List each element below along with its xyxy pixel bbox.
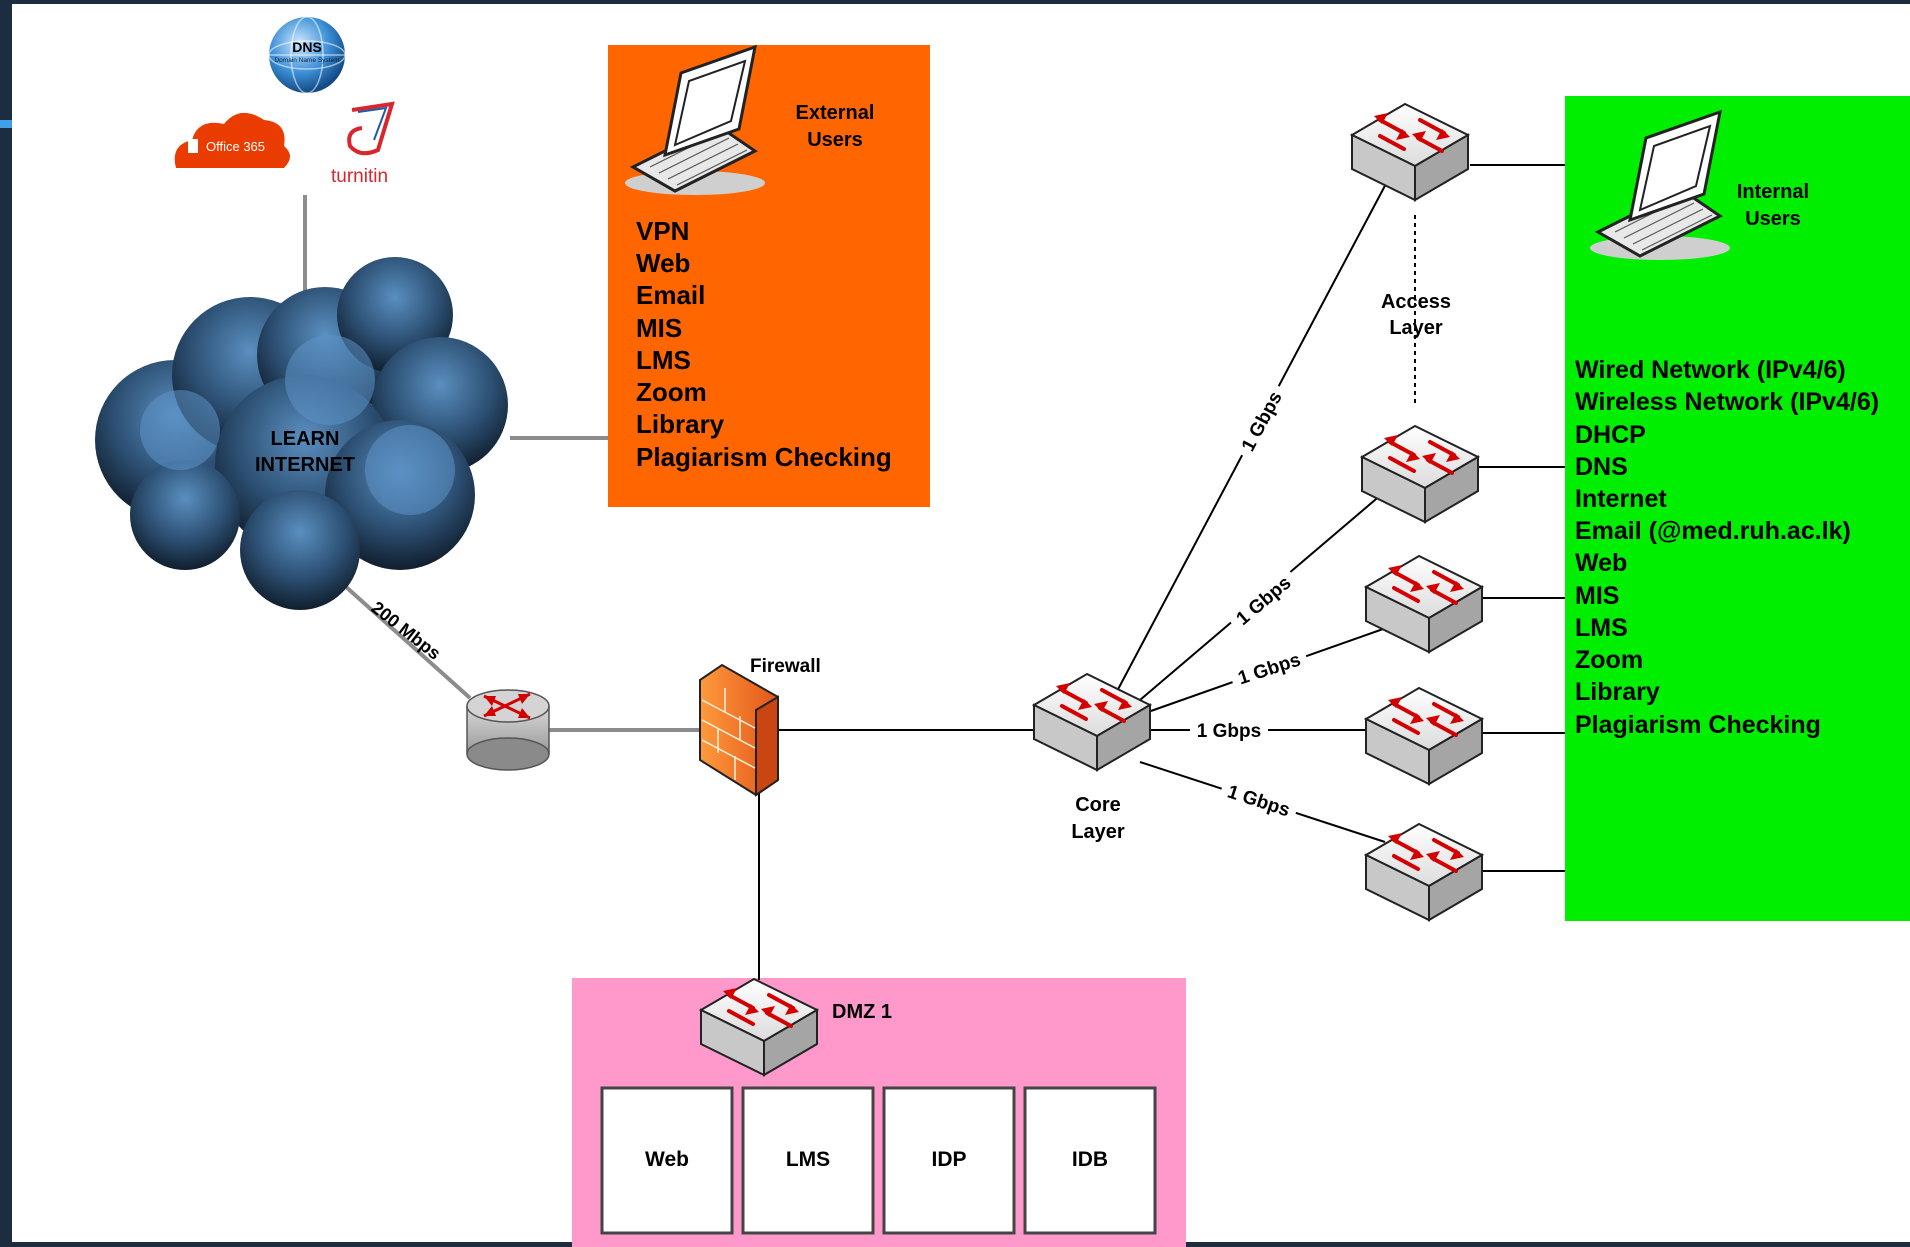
dmz-server-label: IDB [1072,1148,1108,1171]
internal-service-item: LMS [1575,614,1628,642]
dmz-servers: Web LMS IDP IDB [600,1086,1157,1235]
dmz-server-label: IDP [931,1148,966,1171]
external-service-item: Email [636,280,705,310]
cloud-label-line2: INTERNET [255,454,355,476]
external-users-zone [608,45,930,507]
office365-label: Office 365 [206,139,265,154]
external-title-line1: External [796,102,875,124]
external-service-item: VPN [636,216,689,246]
internal-service-item: Email (@med.ruh.ac.lk) [1575,517,1851,545]
internal-service-item: MIS [1575,582,1619,610]
dmz-server-box [600,1086,734,1235]
internet-cloud-icon: LEARN INTERNET [95,257,508,610]
external-service-item: MIS [636,313,682,343]
dns-globe-icon: DNS Domain Name System [268,16,346,94]
dns-sublabel: Domain Name System [274,57,339,64]
dmz-server-label: Web [645,1148,689,1171]
external-services-list: VPN Web Email MIS LMS Zoom Library Plagi… [636,216,892,472]
dmz-title: DMZ 1 [832,1001,892,1023]
external-service-item: Library [636,409,725,439]
line-cloud-to-router [343,584,472,700]
window-edge-marker [0,120,12,128]
access-layer-line1: Access [1381,291,1451,313]
external-service-item: Plagiarism Checking [636,442,892,472]
internal-service-item: Wired Network (IPv4/6) [1575,356,1846,384]
dmz-server-box [882,1086,1016,1235]
dmz-server-label: LMS [786,1148,830,1171]
internal-title-line1: Internal [1737,181,1809,203]
internal-services-list: Wired Network (IPv4/6) Wireless Network … [1575,356,1879,739]
turnitin-label: turnitin [331,166,388,187]
dmz-server-box [741,1086,875,1235]
office365-cloud-icon: Office 365 [174,112,290,168]
internal-service-item: DHCP [1575,421,1646,449]
core-layer-line2: Layer [1071,821,1125,843]
internal-service-item: Internet [1575,485,1667,513]
external-service-item: Web [636,248,690,278]
firewall-icon [699,663,779,797]
cloud-label-line1: LEARN [271,428,340,450]
link-speed-label: 1 Gbps [1197,721,1261,742]
access-layer-line2: Layer [1389,317,1443,339]
internal-service-item: Web [1575,549,1627,577]
dns-label: DNS [292,39,322,55]
internal-service-item: Library [1575,678,1660,706]
external-service-item: Zoom [636,377,707,407]
internal-service-item: Wireless Network (IPv4/6) [1575,388,1879,416]
core-layer-line1: Core [1075,794,1121,816]
dmz-server-box [1023,1086,1157,1235]
router-icon [466,689,550,771]
external-title-line2: Users [807,129,863,151]
internal-title-line2: Users [1745,208,1801,230]
external-service-item: LMS [636,345,691,375]
turnitin-logo-icon: turnitin [331,101,395,187]
internal-service-item: DNS [1575,453,1628,481]
internal-service-item: Plagiarism Checking [1575,711,1821,739]
firewall-label: Firewall [750,656,821,677]
internal-service-item: Zoom [1575,646,1643,674]
